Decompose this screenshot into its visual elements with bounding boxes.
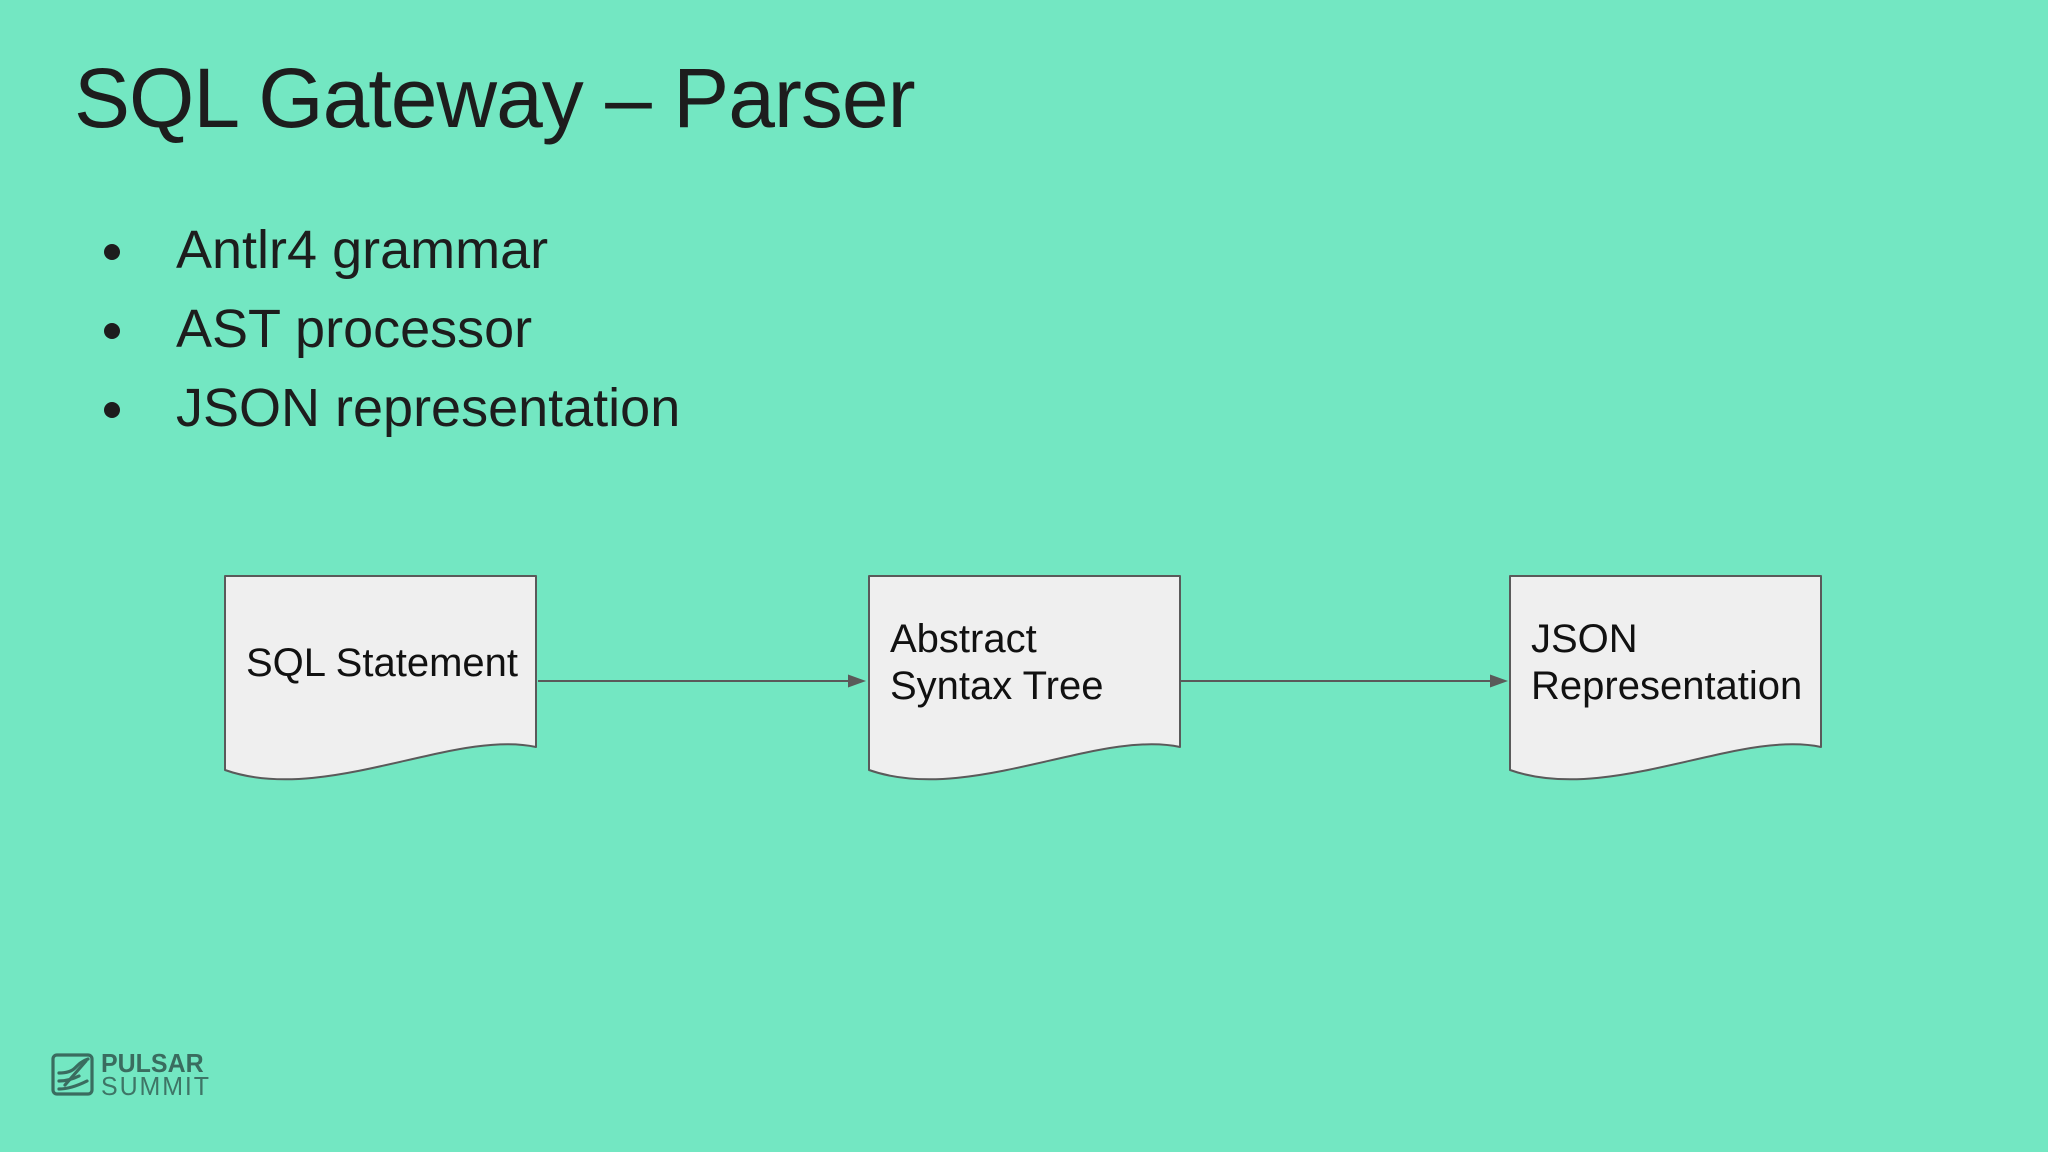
node-label: JSON Representation: [1509, 575, 1822, 751]
node-label: SQL Statement: [224, 575, 537, 751]
flowchart-node-sql-statement: SQL Statement: [224, 575, 537, 790]
list-item: JSON representation: [104, 368, 680, 447]
page-title: SQL Gateway – Parser: [74, 51, 916, 145]
bullet-text: JSON representation: [176, 377, 681, 438]
node-label-line: JSON: [1531, 617, 1638, 661]
arrow-right-icon: [538, 674, 866, 688]
node-label-line: Abstract: [890, 617, 1037, 661]
document-shape-icon: [868, 575, 1181, 781]
pulsar-logo-icon: [51, 1053, 94, 1096]
node-label-line: Syntax Tree: [890, 664, 1104, 708]
logo-wordmark-line: SUMMIT: [101, 1070, 211, 1101]
bullet-icon: [104, 243, 120, 260]
logo-wordmark-line: PULSAR: [101, 1047, 204, 1078]
bullet-text: Antlr4 grammar: [176, 219, 549, 280]
node-label-line: Representation: [1531, 664, 1803, 708]
flowchart-node-abstract-syntax-tree: Abstract Syntax Tree: [868, 575, 1181, 790]
list-item: AST processor: [104, 289, 680, 368]
flowchart-node-json-representation: JSON Representation: [1509, 575, 1822, 790]
bullet-list: Antlr4 grammar AST processor JSON repres…: [104, 210, 680, 447]
document-shape-icon: [1509, 575, 1822, 781]
pulsar-summit-logo: PULSAR SUMMIT: [50, 1047, 216, 1101]
bullet-icon: [104, 322, 120, 339]
document-shape-icon: [224, 575, 537, 781]
node-label-line: SQL Statement: [246, 640, 518, 685]
logo-wordmark: PULSAR SUMMIT: [101, 1047, 216, 1101]
bullet-text: AST processor: [176, 298, 533, 359]
arrow-right-icon: [1180, 674, 1508, 688]
node-label: Abstract Syntax Tree: [868, 575, 1181, 751]
list-item: Antlr4 grammar: [104, 210, 680, 289]
bullet-icon: [104, 401, 120, 418]
